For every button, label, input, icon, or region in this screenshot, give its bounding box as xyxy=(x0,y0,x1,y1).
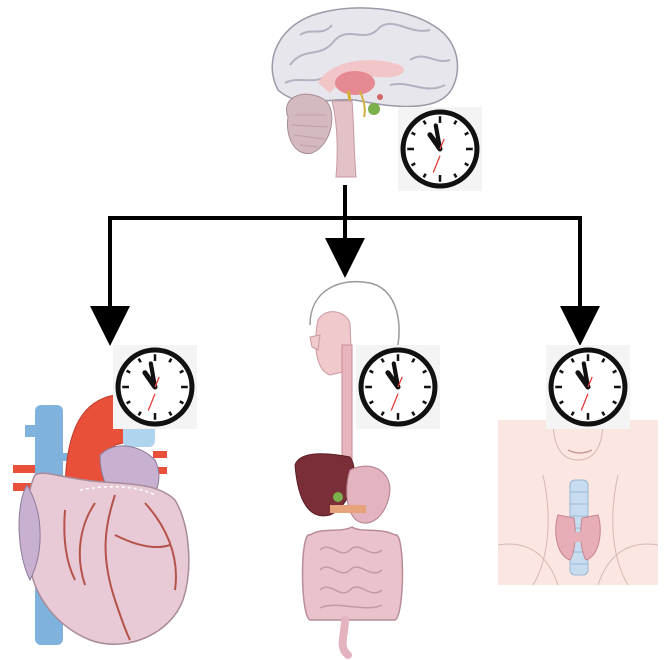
digestive-system-icon xyxy=(290,275,415,660)
clock-icon xyxy=(398,107,482,191)
clock-icon xyxy=(113,345,197,429)
clock-icon xyxy=(356,345,440,429)
thyroid-icon xyxy=(498,420,658,585)
clock-icon xyxy=(546,345,630,429)
